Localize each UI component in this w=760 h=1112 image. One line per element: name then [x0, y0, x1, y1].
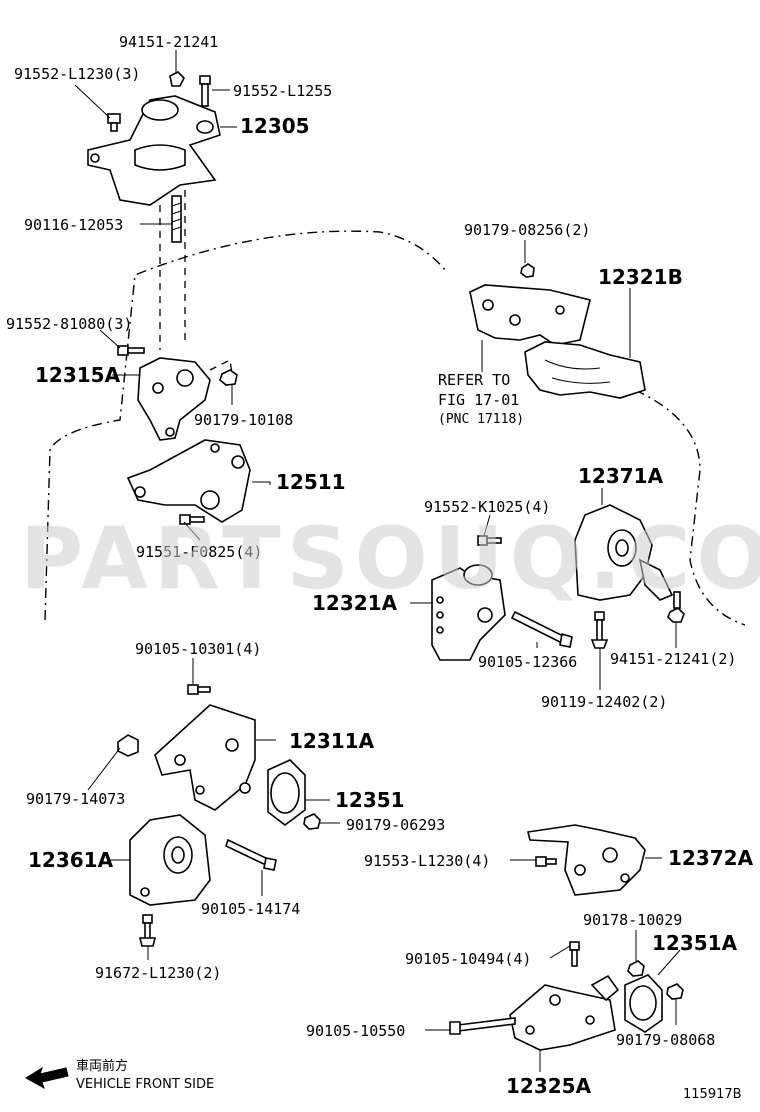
washer-90178-10029[interactable]	[627, 960, 645, 977]
bolt-91552-L1255[interactable]	[199, 75, 211, 107]
label-91552-K1025[interactable]: 91552-K1025(4)	[424, 498, 550, 516]
label-94151-21241-2[interactable]: 94151-21241(2)	[610, 650, 736, 668]
bracket-12311A[interactable]	[154, 704, 256, 811]
nut-94151-21241-2[interactable]	[667, 591, 685, 623]
cushion-12351[interactable]	[267, 759, 306, 827]
label-12311A[interactable]: 12311A	[289, 729, 375, 753]
bolt-91552-L1230[interactable]	[107, 113, 121, 132]
watermark: PARTSOUQ.COM	[20, 509, 760, 609]
legend-english: VEHICLE FRONT SIDE	[76, 1077, 214, 1092]
label-12351A[interactable]: 12351A	[652, 931, 738, 955]
label-91552-L1230[interactable]: 91552-L1230(3)	[14, 65, 140, 83]
label-12315A[interactable]: 12315A	[35, 363, 121, 387]
bracket-12511[interactable]	[126, 439, 251, 523]
label-91552-81080[interactable]: 91552-81080(3)	[6, 315, 132, 333]
label-12305[interactable]: 12305	[240, 114, 310, 138]
bolt-90105-12366[interactable]	[510, 610, 573, 648]
cushion-12351A[interactable]	[624, 974, 663, 1033]
bolt-91551-F0825[interactable]	[179, 514, 205, 525]
label-12321B[interactable]: 12321B	[598, 265, 683, 289]
bolt-90105-10494[interactable]	[569, 941, 580, 967]
label-12371A[interactable]: 12371A	[578, 464, 664, 488]
label-91552-L1255[interactable]: 91552-L1255	[233, 82, 332, 100]
leader-lines	[74, 50, 681, 1072]
refer-line-1[interactable]: REFER TO	[438, 371, 510, 389]
label-90105-12366[interactable]: 90105-12366	[478, 653, 577, 671]
label-12351[interactable]: 12351	[335, 788, 405, 812]
nut-90179-06293[interactable]	[303, 813, 321, 830]
label-90179-14073[interactable]: 90179-14073	[26, 790, 125, 808]
label-90105-14174[interactable]: 90105-14174	[201, 900, 300, 918]
refer-line-3[interactable]: (PNC 17118)	[438, 412, 524, 427]
label-12361A[interactable]: 12361A	[28, 848, 114, 872]
alignment-line	[209, 359, 233, 375]
label-91553-L1230[interactable]: 91553-L1230(4)	[364, 852, 490, 870]
bolt-90105-10301[interactable]	[187, 684, 211, 695]
label-94151-21241[interactable]: 94151-21241	[119, 33, 218, 51]
engine-mount-12361A[interactable]	[129, 814, 211, 906]
bolt-91552-K1025[interactable]	[477, 535, 502, 546]
bracket-12325A[interactable]	[509, 974, 620, 1051]
bolt-90105-10550[interactable]	[449, 1017, 516, 1035]
body-outline-line	[44, 230, 446, 621]
nut-90179-08068[interactable]	[666, 983, 684, 1000]
label-12511[interactable]: 12511	[276, 470, 346, 494]
label-90119-12402[interactable]: 90119-12402(2)	[541, 693, 667, 711]
body-outline-line-right	[634, 389, 746, 626]
bolt-91672-L1230[interactable]	[138, 914, 157, 947]
label-12372A[interactable]: 12372A	[668, 846, 754, 870]
nut-94151-21241[interactable]	[169, 71, 185, 87]
nut-90179-14073[interactable]	[117, 734, 139, 757]
label-12321A[interactable]: 12321A	[312, 591, 398, 615]
label-12325A[interactable]: 12325A	[506, 1074, 592, 1098]
stud-90116-12053[interactable]	[171, 195, 182, 243]
bracket-12315A[interactable]	[137, 357, 211, 441]
bolt-91552-81080[interactable]	[117, 345, 145, 356]
vehicle-front-arrow-icon	[25, 1066, 69, 1090]
nut-90179-10108[interactable]	[219, 369, 238, 386]
heat-insulator-12321B[interactable]	[524, 341, 646, 399]
label-90105-10550[interactable]: 90105-10550	[306, 1022, 405, 1040]
engine-mount-12371A[interactable]	[574, 504, 674, 601]
label-90179-10108[interactable]: 90179-10108	[194, 411, 293, 429]
bolt-90105-14174[interactable]	[225, 838, 277, 871]
label-91672-L1230[interactable]: 91672-L1230(2)	[95, 964, 221, 982]
label-90179-08256[interactable]: 90179-08256(2)	[464, 221, 590, 239]
legend-japanese: 車両前方	[76, 1058, 128, 1074]
refer-line-2[interactable]: FIG 17-01	[438, 391, 519, 409]
label-90178-10029[interactable]: 90178-10029	[583, 911, 682, 929]
engine-mount-12305[interactable]	[87, 95, 221, 206]
label-90116-12053[interactable]: 90116-12053	[24, 216, 123, 234]
bracket-12321A[interactable]	[431, 564, 506, 661]
figure-id: 115917B	[683, 1087, 742, 1102]
label-90179-08068[interactable]: 90179-08068	[616, 1031, 715, 1049]
label-90105-10301[interactable]: 90105-10301(4)	[135, 640, 261, 658]
label-90179-06293[interactable]: 90179-06293	[346, 816, 445, 834]
bracket-12321B[interactable]	[469, 263, 591, 346]
label-90105-10494[interactable]: 90105-10494(4)	[405, 950, 531, 968]
label-91551-F0825[interactable]: 91551-F0825(4)	[136, 543, 262, 561]
engine-mount-12372A[interactable]	[527, 824, 646, 896]
bolt-90119-12402[interactable]	[590, 611, 609, 649]
bolt-91553-L1230[interactable]	[535, 856, 557, 867]
